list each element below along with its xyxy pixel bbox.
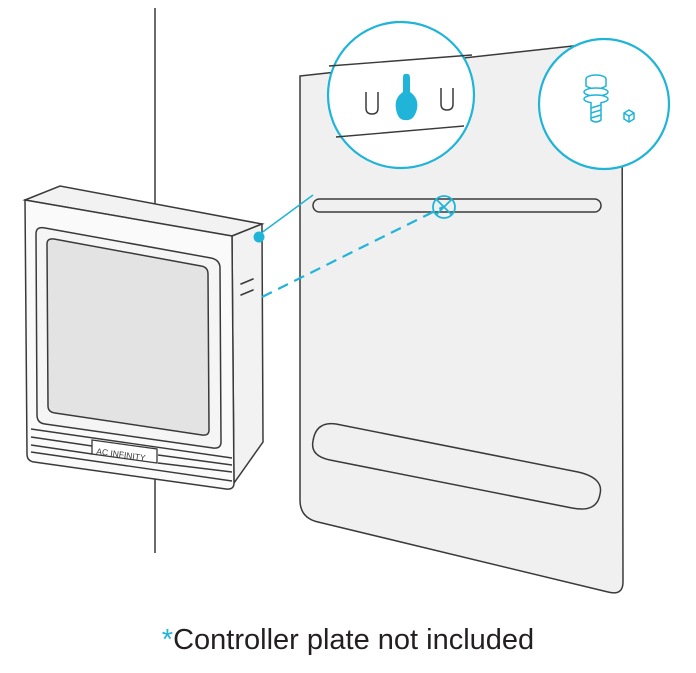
target-x-icon	[435, 198, 453, 216]
device-screen	[46, 238, 210, 436]
controller-plate	[299, 42, 624, 594]
mount-clip-left-icon	[365, 92, 379, 115]
hardware-detail-callout	[537, 37, 671, 171]
caption-asterisk: *	[161, 624, 174, 656]
mount-target-marker	[432, 195, 456, 219]
plate-top-slot	[312, 198, 602, 213]
mount-clip-right-icon	[440, 88, 454, 111]
mount-alignment-dashed-line	[261, 206, 444, 298]
side-vent-upper	[240, 278, 254, 285]
plate-bottom-slot	[311, 422, 602, 510]
caption: *Controller plate not included	[0, 624, 696, 657]
callout-anchor-dot	[253, 231, 265, 243]
hex-nut-icon	[623, 109, 635, 123]
device-side-face	[231, 222, 264, 486]
device-vent-lines	[30, 428, 233, 482]
keyhole-detail-callout	[326, 20, 476, 170]
brand-plate	[91, 439, 158, 464]
controller-device: AC INFINITY	[22, 185, 265, 490]
callout-leader-line	[259, 194, 314, 235]
side-vent-lower	[240, 289, 254, 296]
screw-icon	[583, 74, 609, 123]
caption-text: Controller plate not included	[173, 624, 535, 656]
keyhole-slot-icon	[395, 73, 418, 121]
